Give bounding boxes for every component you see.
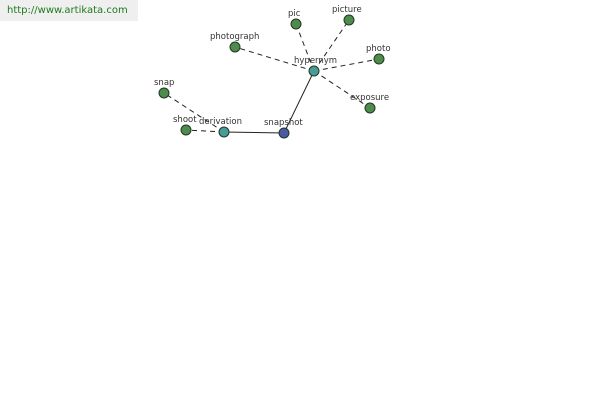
edge-hypernym-picture	[313, 19, 350, 72]
edge-hypernym-photograph	[234, 46, 315, 72]
node-shoot[interactable]	[180, 124, 192, 136]
node-label-derivation[interactable]: derivation	[199, 117, 242, 127]
node-photograph[interactable]	[229, 41, 241, 53]
node-pic[interactable]	[290, 18, 302, 30]
node-label-hypernym[interactable]: hypernym	[294, 56, 337, 66]
nodes-layer	[158, 14, 385, 139]
node-exposure[interactable]	[364, 102, 376, 114]
url-bar: http://www.artikata.com	[0, 0, 138, 21]
labels-layer: snapshot hypernym derivation pic picture phot…	[154, 5, 391, 128]
site-url-link[interactable]: http://www.artikata.com	[7, 5, 128, 16]
node-snap[interactable]	[158, 87, 170, 99]
node-label-pic[interactable]: pic	[288, 9, 301, 19]
node-derivation[interactable]	[218, 126, 230, 138]
node-label-snap[interactable]: snap	[154, 78, 174, 88]
edge-snapshot-derivation	[223, 131, 285, 134]
node-photo[interactable]	[373, 53, 385, 65]
node-label-exposure[interactable]: exposure	[350, 93, 389, 103]
edge-derivation-shoot	[185, 129, 225, 133]
edge-derivation-snap	[163, 92, 225, 133]
node-label-picture[interactable]: picture	[332, 5, 362, 15]
edge-hypernym-photo	[313, 58, 380, 72]
node-label-photograph[interactable]: photograph	[210, 32, 259, 42]
edge-hypernym-exposure	[313, 70, 371, 109]
node-snapshot[interactable]	[278, 127, 290, 139]
node-hypernym[interactable]	[308, 65, 320, 77]
node-label-shoot[interactable]: shoot	[173, 115, 197, 125]
node-label-photo[interactable]: photo	[366, 44, 391, 54]
edges-layer	[163, 19, 380, 134]
edge-snapshot-hypernym	[283, 70, 315, 134]
node-picture[interactable]	[343, 14, 355, 26]
node-label-snapshot[interactable]: snapshot	[264, 118, 303, 128]
